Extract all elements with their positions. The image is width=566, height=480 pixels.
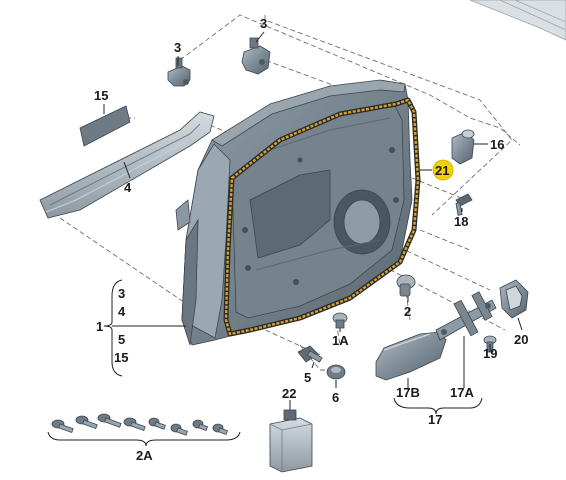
callout-3-left: 3 — [174, 40, 181, 55]
part-2-buffer — [396, 274, 416, 297]
callout-3-upper: 3 — [260, 16, 267, 31]
leader-lines — [47, 31, 523, 447]
part-17B-handle-cover — [375, 331, 447, 381]
callout-22: 22 — [282, 386, 296, 401]
part-6-grommet — [326, 364, 346, 380]
part-18-bolt — [455, 193, 473, 216]
fastener-6 — [170, 423, 188, 436]
callout-17: 17 — [428, 412, 442, 427]
part-20-cap — [499, 279, 529, 319]
callout-19: 19 — [483, 346, 497, 361]
fastener-8 — [212, 423, 229, 436]
part-22-container — [269, 409, 313, 473]
callout-18: 18 — [454, 214, 468, 229]
part-5-bolt — [297, 345, 323, 363]
callout-15: 15 — [94, 88, 108, 103]
fastener-7 — [192, 419, 209, 432]
fastener-5 — [148, 417, 166, 430]
part-1A-clip — [332, 312, 348, 329]
callout-4: 4 — [124, 180, 132, 195]
callout-1: 1 — [96, 319, 103, 334]
fastener-4 — [123, 417, 146, 432]
callout-20: 20 — [514, 332, 528, 347]
callout-labels: 3 3 15 4 16 21 18 2 1 3 4 5 15 1A 5 6 20… — [94, 16, 528, 463]
callout-16: 16 — [490, 137, 504, 152]
callout-21: 21 — [435, 163, 449, 178]
callout-5: 5 — [304, 370, 311, 385]
part-16-striker-bracket — [451, 129, 475, 165]
part-4-reinforcement-bar — [39, 111, 215, 219]
callout-1-sub-4: 4 — [118, 304, 126, 319]
callout-6: 6 — [332, 390, 339, 405]
callout-2: 2 — [404, 304, 411, 319]
part-15-pad — [79, 105, 131, 147]
callout-2A: 2A — [136, 448, 153, 463]
callout-1-sub-3: 3 — [118, 286, 125, 301]
part-3-hinge-left — [167, 57, 191, 87]
callout-17A: 17A — [450, 385, 474, 400]
fastener-3 — [97, 413, 122, 428]
fastener-2 — [75, 415, 98, 430]
background-body-detail — [469, 0, 566, 41]
callout-1-sub-15: 15 — [114, 350, 128, 365]
fastener-1 — [51, 419, 74, 434]
part-3-hinge-upper — [241, 37, 271, 75]
part-2A-fastener-set — [51, 413, 229, 436]
part-21-door-seal — [223, 97, 421, 337]
part-17A-handle-carrier — [435, 291, 497, 341]
highlight-circle — [432, 159, 454, 181]
callout-1A: 1A — [332, 333, 349, 348]
callout-17B: 17B — [396, 385, 420, 400]
callout-1-sub-5: 5 — [118, 332, 125, 347]
